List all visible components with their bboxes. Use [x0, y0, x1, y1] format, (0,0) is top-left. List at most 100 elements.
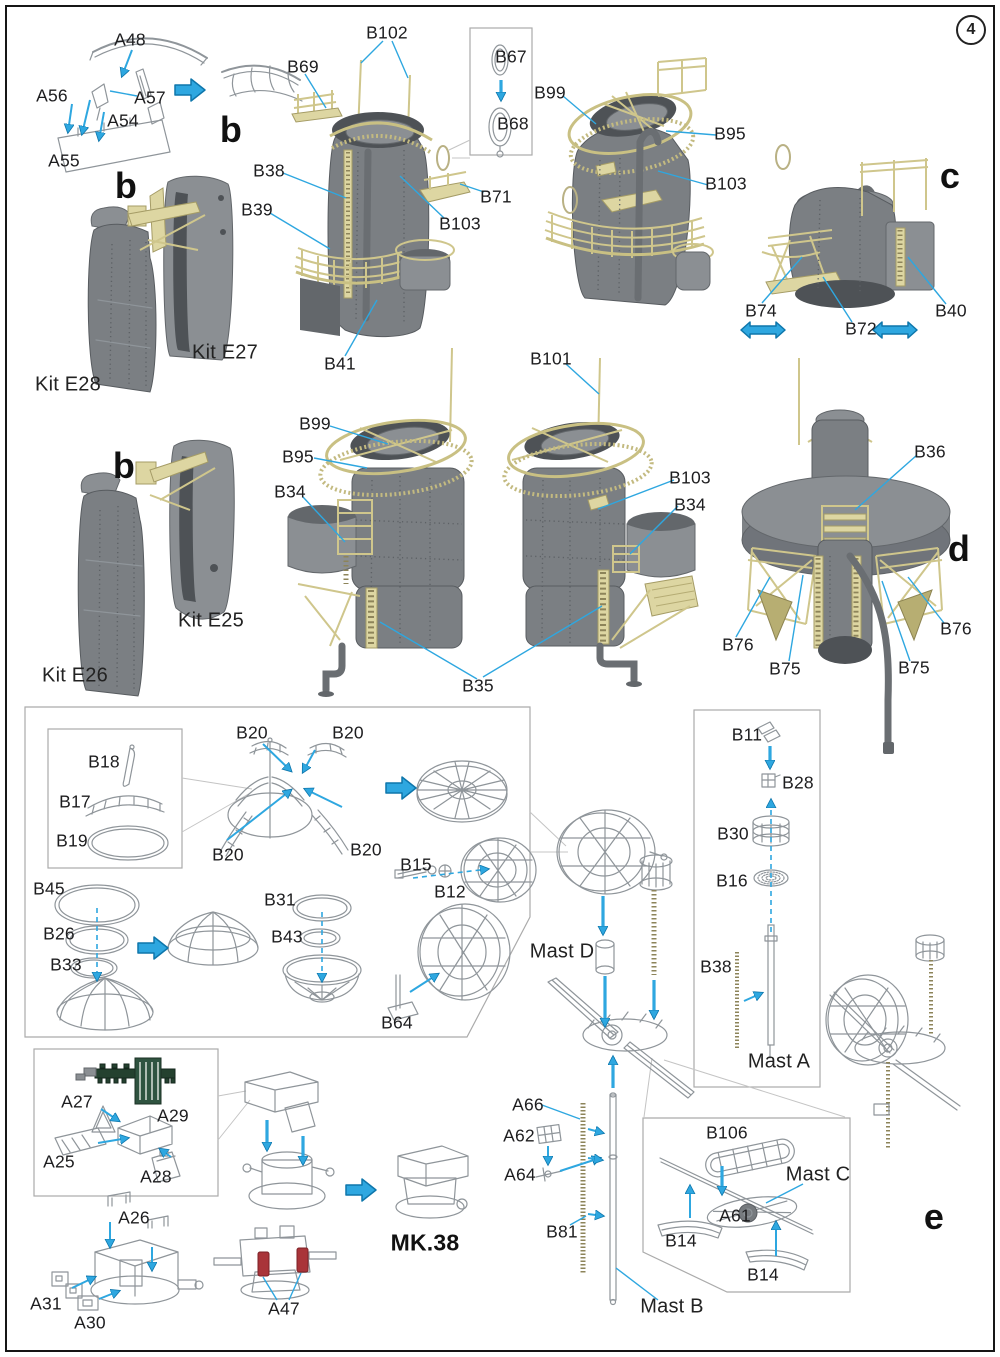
callout-b43-54: B43	[271, 926, 303, 947]
callout-c-18: c	[939, 155, 961, 196]
callout-b103-12: B103	[439, 213, 481, 234]
mast-a-pole	[764, 924, 778, 1059]
callout-b19-43: B19	[56, 830, 88, 851]
callout-b81-75: B81	[546, 1221, 578, 1242]
callout-b15-48: B15	[400, 854, 432, 875]
callout-a28-59: A28	[140, 1166, 172, 1187]
callout-b101-22: B101	[530, 348, 572, 369]
callout-b20-44: B20	[236, 722, 268, 743]
callout-b11-68: B11	[731, 724, 763, 745]
callout-kit-e26-37: Kit E26	[42, 664, 108, 687]
callout-b33-52: B33	[50, 954, 82, 975]
callout-b-40: b	[114, 165, 138, 206]
callout-a25-58: A25	[43, 1151, 75, 1172]
callout-b103-27: B103	[669, 467, 711, 488]
inset-b67-b68	[488, 44, 512, 158]
callout-mast-c-78: Mast C	[785, 1163, 851, 1186]
a64-part	[535, 1167, 563, 1182]
callout-a57-2: A57	[134, 87, 166, 108]
callout-mk-38-64: MK.38	[390, 1229, 460, 1256]
callout-a55-4: A55	[48, 150, 80, 171]
mast-b-assembly	[535, 1092, 618, 1306]
render-tower-front-left	[287, 347, 474, 697]
mk38-director-section	[51, 1057, 469, 1311]
callout-b69-6: B69	[287, 56, 319, 77]
callout-b72-20: B72	[845, 318, 877, 339]
callout-b41-10: B41	[324, 353, 356, 374]
callout-b74-19: B74	[745, 300, 777, 321]
b28-clamp	[761, 773, 781, 788]
callout-b39-9: B39	[241, 199, 273, 220]
callout-a29-57: A29	[157, 1105, 189, 1126]
turret-tub	[90, 1239, 204, 1305]
callout-b102-7: B102	[366, 22, 408, 43]
callout-a48-0: A48	[114, 29, 146, 50]
kit-e27-e28-parts	[87, 175, 234, 393]
callout-b40-21: B40	[935, 300, 967, 321]
callout-a56-1: A56	[36, 85, 68, 106]
mast-d-cylinder	[595, 939, 615, 975]
callout-b14-81: B14	[747, 1264, 779, 1285]
a47-turret-front	[213, 1225, 337, 1300]
mk38-assembled	[395, 1145, 469, 1219]
mast-c-box-content	[657, 1138, 814, 1271]
callout-b95-16: B95	[714, 123, 746, 144]
b64-bracket-and-dish	[387, 903, 511, 1021]
photo-etch-fret	[75, 1057, 176, 1105]
callout-b-35: b	[112, 445, 136, 486]
callout-kit-e27-38: Kit E27	[192, 341, 258, 364]
assembled-mast-render	[825, 934, 961, 1148]
callout-b75-33: B75	[898, 657, 930, 678]
leader-lines	[109, 40, 947, 1301]
render-tower-front-right	[502, 357, 699, 687]
callout-b99-15: B99	[534, 82, 566, 103]
subassembly-a48-parts	[57, 37, 208, 173]
dish-side-view	[460, 837, 537, 903]
callout-b38-8: B38	[253, 160, 285, 181]
callout-b45-50: B45	[33, 878, 65, 899]
assembly-arrows	[68, 49, 918, 1300]
callout-b103-17: B103	[705, 173, 747, 194]
callout-b17-42: B17	[59, 791, 91, 812]
callout-a64-74: A64	[504, 1164, 536, 1185]
render-c-tower	[761, 144, 935, 308]
callout-a61-79: A61	[719, 1205, 751, 1226]
render-d-bottom-view	[741, 358, 951, 754]
callout-b71-11: B71	[480, 186, 512, 207]
callout-b36-29: B36	[914, 441, 946, 462]
callout-b14-80: B14	[665, 1230, 697, 1251]
b106-railing	[705, 1138, 795, 1178]
callout-a47-63: A47	[268, 1298, 300, 1319]
dome-frame-side	[56, 977, 154, 1031]
callout-b64-55: B64	[381, 1012, 413, 1033]
callout-b76-34: B76	[940, 618, 972, 639]
callout-b12-49: B12	[434, 881, 466, 902]
callout-b31-53: B31	[264, 889, 296, 910]
callout-b20-46: B20	[212, 844, 244, 865]
callout-b106-77: B106	[706, 1122, 748, 1143]
kit-e25-e26-parts	[77, 439, 235, 697]
callout-b16-71: B16	[716, 870, 748, 891]
callout-b99-23: B99	[299, 413, 331, 434]
page-number-badge: 4	[956, 15, 986, 45]
callout-a62-73: A62	[503, 1125, 535, 1146]
callout-b35-26: B35	[462, 675, 494, 696]
callout-b34-25: B34	[274, 481, 306, 502]
a29-director-body	[117, 1115, 173, 1155]
callout-e-82: e	[923, 1196, 945, 1237]
callout-d-30: d	[947, 528, 971, 569]
render-tower-b-result	[291, 59, 471, 337]
callout-b18-41: B18	[88, 751, 120, 772]
callout-b-5: b	[219, 109, 243, 150]
callout-a66-72: A66	[512, 1094, 544, 1115]
callout-b20-47: B20	[350, 839, 382, 860]
callout-b30-70: B30	[717, 823, 749, 844]
callout-a54-3: A54	[107, 110, 139, 131]
cage-topped-pole	[639, 854, 673, 975]
render-tower-c-left	[544, 57, 714, 306]
callout-b76-31: B76	[722, 634, 754, 655]
callout-b75-32: B75	[769, 658, 801, 679]
